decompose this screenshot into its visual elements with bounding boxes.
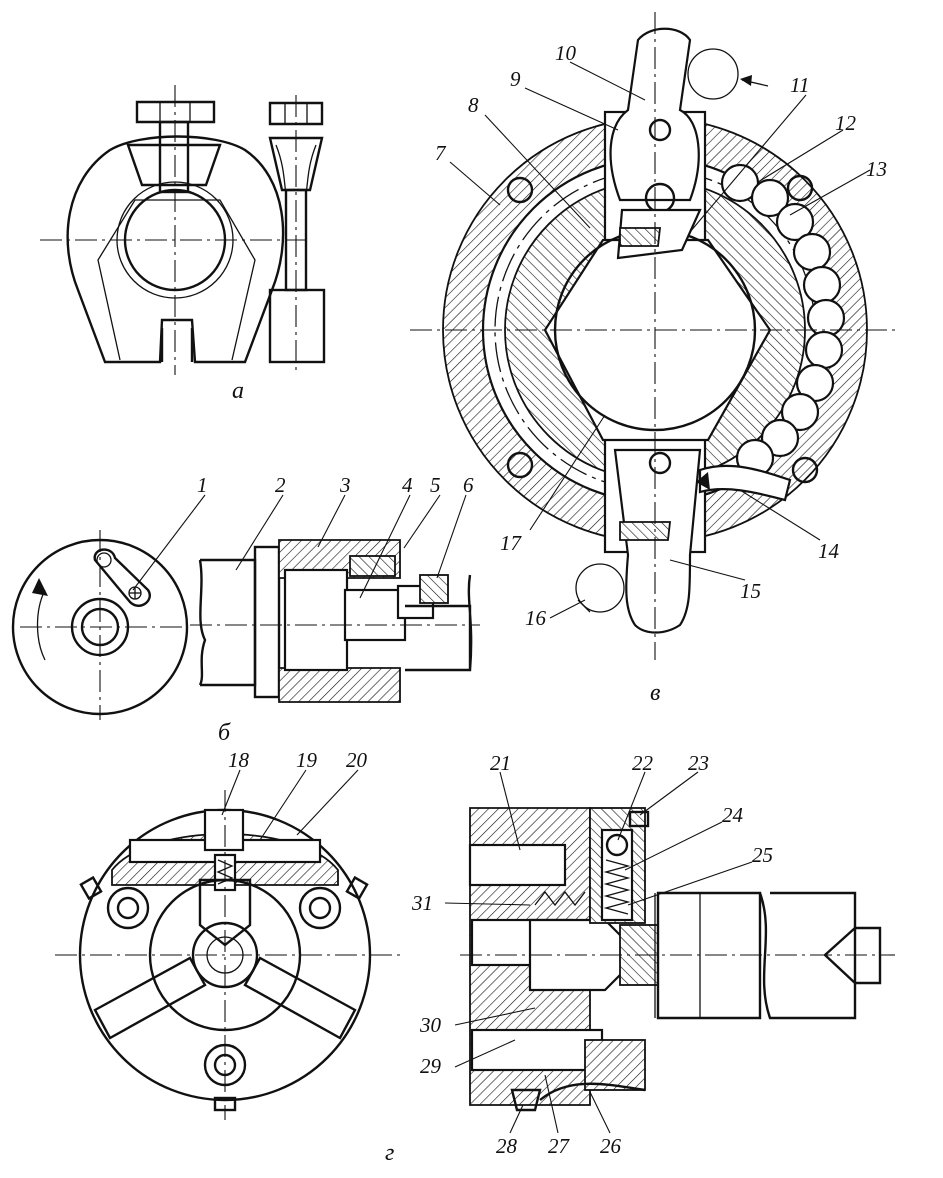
callout-6: 6 [463,473,474,497]
spring-31 [534,890,586,907]
callout-3: 3 [339,473,351,497]
callout-29: 29 [420,1054,442,1078]
piston-4 [343,588,407,642]
callout-2: 2 [275,473,286,497]
caption-g: г [385,1140,394,1166]
view-g: г [55,790,895,1166]
callout-17: 17 [500,531,523,555]
view-v: в [410,12,900,706]
spring-26 [539,1082,646,1101]
callout-4: 4 [402,473,413,497]
callout-7: 7 [435,141,447,165]
rotation-arrow [36,589,46,661]
spindle-2 [198,558,257,687]
lever-15 [613,448,702,634]
callout-25: 25 [752,843,773,867]
callout-22: 22 [632,751,654,775]
callouts: 1 2 3 4 5 6 7 8 9 10 11 12 13 [132,41,887,1158]
callout-26: 26 [600,1134,622,1158]
clamp-inner-hexagon [97,199,256,361]
view-b: б [11,530,480,746]
callout-12: 12 [835,111,857,135]
clamp-side-base [268,288,326,364]
spring-25 [603,859,631,915]
callout-24: 24 [722,803,744,827]
balls-13 [720,163,846,478]
lever-10 [609,27,700,202]
jaw-right [243,956,357,1040]
callout-21: 21 [490,751,511,775]
callout-23: 23 [688,751,709,775]
clamp-body-front [66,135,285,364]
clamp-wedge [126,143,222,187]
hex-bolt-head-front [135,100,216,124]
dog-6 [419,574,449,604]
callout-19: 19 [296,748,318,772]
caption-a: а [232,378,244,404]
jaw-upper [198,878,252,947]
callout-11: 11 [790,73,809,97]
screw-18 [203,808,245,852]
callout-10: 10 [555,41,577,65]
callout-20: 20 [346,748,368,772]
screw-28 [510,1088,542,1112]
workpiece-b [405,574,473,672]
callout-15: 15 [740,579,761,603]
clamp-side-taper [268,136,324,192]
callout-1: 1 [197,473,208,497]
workpiece-g [656,891,857,1020]
callout-5: 5 [430,473,441,497]
driver-dog-1 [93,548,151,607]
hex-bolt-head-side [268,101,324,126]
callout-9: 9 [510,67,521,91]
callout-14: 14 [818,539,840,563]
ball-return-14 [698,464,792,502]
callout-31: 31 [411,891,433,915]
callout-27: 27 [548,1134,571,1158]
caption-b: б [218,720,231,746]
jaw-left [93,956,207,1040]
callout-8: 8 [468,93,479,117]
callout-30: 30 [419,1013,442,1037]
callout-28: 28 [496,1134,518,1158]
view-a: а [40,85,326,404]
caption-v: в [650,680,660,706]
callout-16: 16 [525,606,547,630]
callout-13: 13 [866,157,887,181]
callout-18: 18 [228,748,250,772]
